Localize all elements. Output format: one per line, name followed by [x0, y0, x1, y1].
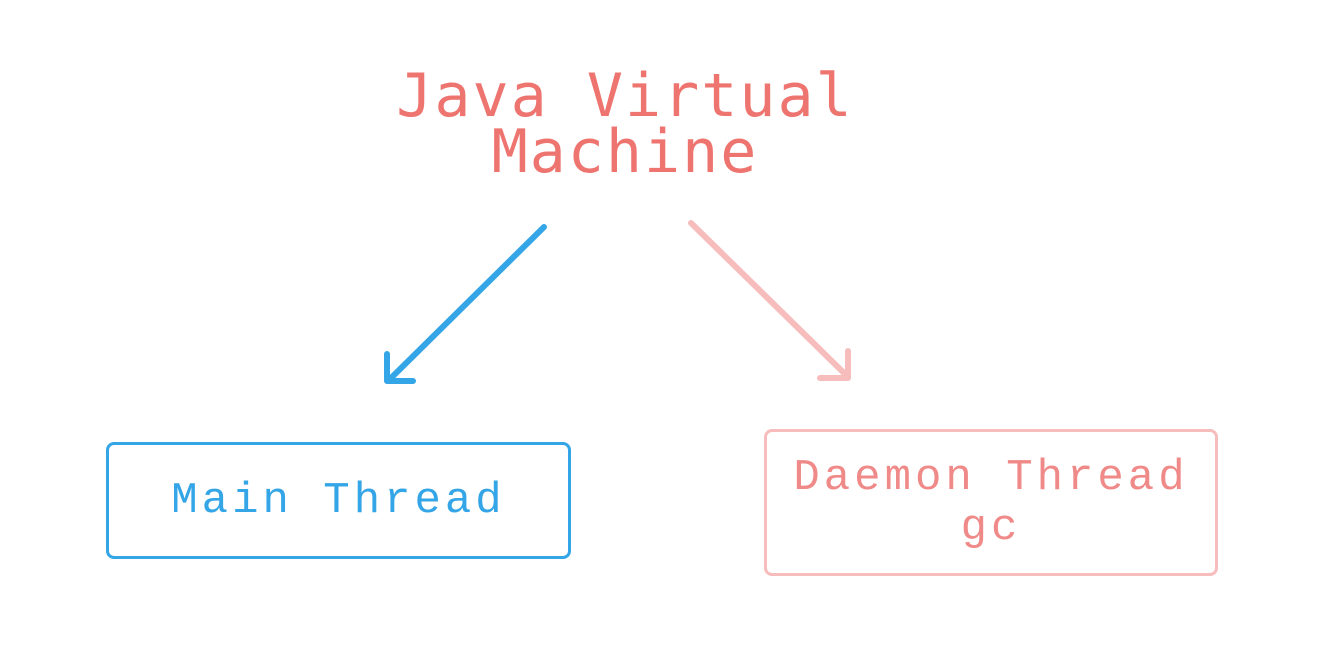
jvm-title-line-2: Machine — [491, 117, 759, 187]
daemon-thread-sublabel: gc — [960, 502, 1022, 553]
daemon-thread-box: Daemon Thread gc — [764, 429, 1218, 576]
main-thread-label: Main Thread — [171, 475, 506, 526]
main-thread-box: Main Thread — [106, 442, 571, 559]
jvm-title-line-1: Java Virtual — [396, 61, 854, 131]
daemon-thread-label: Daemon Thread — [793, 452, 1189, 503]
jvm-title: Java Virtual Machine — [370, 61, 880, 187]
arrow-to-daemon-thread — [688, 220, 851, 381]
arrow-to-main-thread — [384, 224, 547, 384]
